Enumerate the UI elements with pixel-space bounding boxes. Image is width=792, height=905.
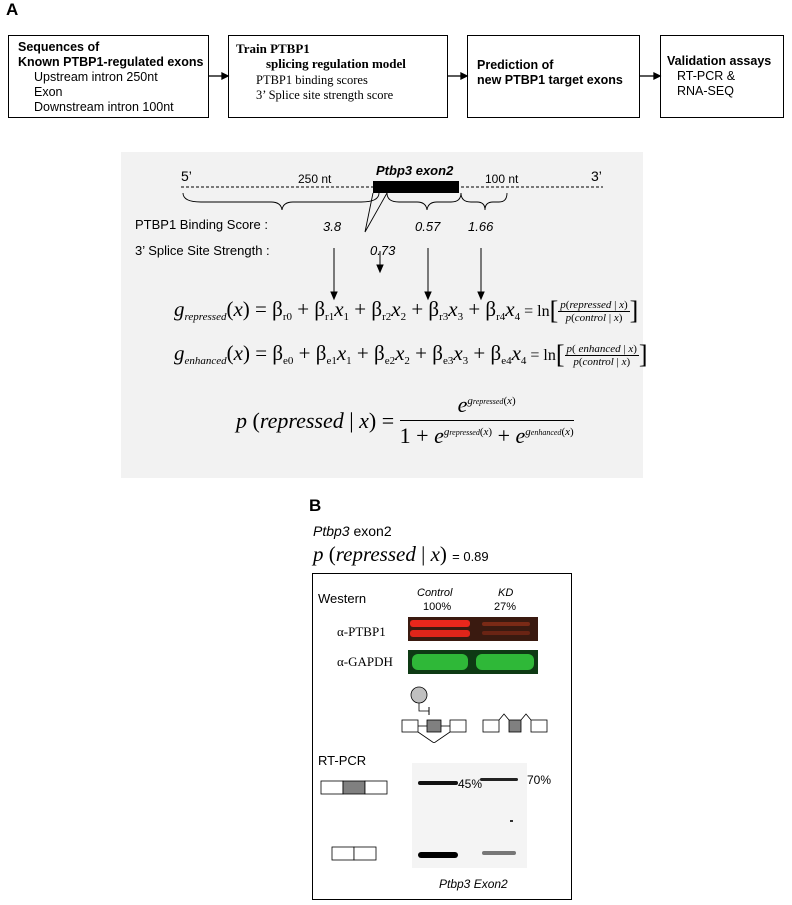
ptbp1-band-kd-upper (482, 622, 530, 626)
box2-title2: splicing regulation model (266, 56, 406, 71)
flow-box-sequences: Sequences of Known PTBP1-regulated exons… (8, 35, 209, 118)
percent-control-inclusion: 45% (458, 777, 483, 791)
panel-letter-a: A (6, 0, 19, 19)
isoform-legend (320, 780, 388, 861)
gel-band-control-skip (418, 852, 458, 858)
exon-brace (386, 192, 462, 211)
five-prime-label: 5’ (181, 168, 192, 184)
gel-band-kd-inclusion (480, 778, 518, 781)
arrow-head-2 (460, 71, 469, 81)
arrow-x2 (376, 264, 384, 274)
exon-up-icon (401, 719, 419, 733)
gapdh-band-control (412, 654, 468, 670)
p-value-line: p (repressed | x) = 0.89 (313, 542, 489, 566)
downstream-brace (460, 192, 508, 211)
upstream-length-label: 250 nt (298, 172, 332, 186)
flow-box-validation: Validation assays RT-PCR & RNA-SEQ (660, 35, 784, 118)
control-percent: 100% (423, 601, 452, 613)
ptbp1-band-control-lower (410, 630, 470, 637)
exon-box (373, 181, 459, 193)
ptbp1-band-control-upper (410, 620, 470, 627)
alpha-ptbp1-label: α-PTBP1 (337, 624, 386, 639)
arrow-x3 (424, 291, 432, 301)
eq1-subscript: repressed (184, 310, 227, 323)
box2-item-splice: 3’ Splice site strength score (256, 88, 394, 102)
downstream-length-label: 100 nt (485, 172, 519, 186)
ptbp1-protein-icon (410, 686, 428, 704)
legend-skip-exon3 (353, 846, 377, 861)
upstream-brace (182, 192, 380, 211)
equation-enhanced: genhanced(x) = βe0 + βe1x1 + βe2x2 + βe3… (174, 340, 648, 369)
score-x3: 0.57 (415, 219, 441, 234)
arrow-head-3 (653, 71, 662, 81)
flow-box-prediction: Prediction of new PTBP1 target exons (467, 35, 640, 118)
western-label: Western (318, 591, 367, 606)
exon-diagram (181, 181, 603, 301)
exon-down-icon (449, 719, 467, 733)
equation-probability: p (repressed | x) = egrepressed(x) 1 + e… (236, 392, 574, 448)
splice-site-wedge (364, 192, 388, 233)
score-x1: 3.8 (323, 219, 342, 234)
box4-item-rtpcr: RT-PCR & (677, 69, 736, 83)
alpha-gapdh-label: α-GAPDH (337, 654, 393, 669)
gel-caption: Ptbp3 Exon2 (439, 877, 508, 891)
box2-title1: Train PTBP1 (236, 41, 310, 56)
exon-label: Ptbp3 exon2 (376, 163, 454, 178)
splice-strength-label: 3’ Splice Site Strength : (135, 243, 270, 258)
legend-inc-exon1 (320, 780, 344, 795)
flow-box-train: Train PTBP1 splicing regulation model PT… (228, 35, 448, 118)
exon-alt-icon (426, 719, 442, 733)
box4-item-rnaseq: RNA-SEQ (677, 84, 734, 98)
legend-inc-alt-exon (342, 780, 366, 795)
box1-title2: Known PTBP1-regulated exons (18, 55, 204, 69)
equation-repressed: grepressed(x) = βr0 + βr1x1 + βr2x2 + βr… (174, 296, 639, 325)
box1-item-downstream: Downstream intron 100nt (34, 100, 174, 114)
score-x4: 1.66 (468, 219, 494, 234)
box1-item-exon: Exon (34, 85, 63, 99)
legend-skip-exon1 (331, 846, 355, 861)
rt-pcr-label: RT-PCR (318, 753, 367, 768)
eq2-subscript: enhanced (184, 354, 227, 367)
gene-name: Ptbp3 (313, 523, 350, 539)
arrow-head-1 (221, 71, 230, 81)
p-value: = 0.89 (452, 549, 489, 564)
gel-band-kd-skip (482, 851, 516, 855)
box4-title: Validation assays (667, 54, 772, 68)
exon-name: exon2 (349, 523, 392, 539)
box2-item-binding: PTBP1 binding scores (256, 73, 368, 87)
box3-title1: Prediction of (477, 58, 554, 72)
box1-title1: Sequences of (18, 40, 100, 54)
control-label: Control (417, 587, 453, 599)
kd-label: KD (498, 587, 514, 599)
model-panel (121, 152, 643, 478)
result-frame (312, 573, 572, 900)
percent-kd-inclusion: 70% (527, 773, 552, 787)
western-blots (408, 617, 538, 674)
rt-pcr-gel (412, 763, 527, 868)
box3-title2: new PTBP1 target exons (477, 73, 623, 87)
arrow-x4 (477, 291, 485, 301)
arrow-x1 (330, 291, 338, 301)
ptbp1-band-kd-lower (482, 631, 530, 635)
binding-score-label: PTBP1 Binding Score : (135, 217, 268, 232)
splicing-diagrams (401, 686, 548, 743)
score-x2: 0.73 (370, 243, 396, 258)
gel-band-control-inclusion (418, 781, 458, 785)
kd-percent: 27% (494, 601, 517, 613)
gapdh-band-kd (476, 654, 534, 670)
box1-item-upstream: Upstream intron 250nt (34, 70, 158, 84)
panel-letter-b: B (309, 496, 322, 515)
legend-inc-exon3 (364, 780, 388, 795)
three-prime-label: 3’ (591, 168, 602, 184)
flow-arrows (209, 71, 662, 81)
gene-exon-title: Ptbp3 exon2 (313, 523, 392, 539)
